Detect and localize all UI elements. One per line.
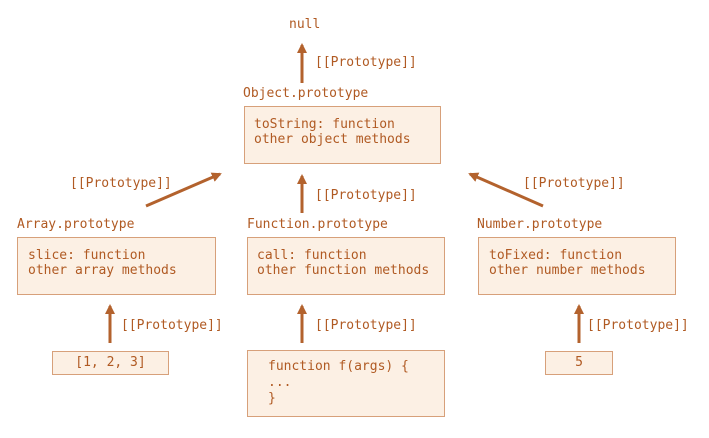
- prototype-label-function-object: [[Prototype]]: [315, 188, 417, 203]
- function-prototype-line-1: call: function: [257, 248, 367, 263]
- array-prototype-line-2: other array methods: [28, 263, 177, 278]
- object-prototype-line-1: toString: function: [254, 117, 395, 132]
- arrow-array-to-object: [145, 172, 222, 208]
- number-prototype-title: Number.prototype: [477, 217, 603, 232]
- array-prototype-box: slice: function other array methods: [17, 237, 216, 295]
- prototype-label-object-null: [[Prototype]]: [315, 55, 417, 70]
- prototype-label-array-instance: [[Prototype]]: [121, 318, 223, 333]
- array-prototype-line-1: slice: function: [28, 248, 146, 263]
- function-prototype-box: call: function other function methods: [247, 237, 445, 295]
- function-instance-line-2: ...: [268, 375, 292, 390]
- object-prototype-line-2: other object methods: [254, 132, 411, 147]
- prototype-label-array-object: [[Prototype]]: [70, 176, 172, 191]
- null-label: null: [289, 17, 321, 32]
- array-instance-value: [1, 2, 3]: [75, 355, 146, 370]
- function-prototype-line-2: other function methods: [257, 263, 430, 278]
- prototype-label-number-object: [[Prototype]]: [523, 176, 625, 191]
- array-prototype-title: Array.prototype: [17, 217, 135, 232]
- number-prototype-box: toFixed: function other number methods: [478, 237, 676, 295]
- number-instance-box: 5: [545, 351, 613, 375]
- function-prototype-title: Function.prototype: [247, 217, 388, 232]
- function-instance-line-1: function f(args) {: [268, 359, 409, 374]
- number-prototype-line-2: other number methods: [489, 263, 646, 278]
- object-prototype-title: Object.prototype: [243, 86, 369, 101]
- object-prototype-box: toString: function other object methods: [244, 106, 441, 164]
- prototype-label-function-instance: [[Prototype]]: [315, 318, 417, 333]
- function-instance-line-3: }: [268, 391, 276, 406]
- arrow-number-to-object: [468, 172, 544, 208]
- array-instance-box: [1, 2, 3]: [52, 351, 169, 375]
- number-prototype-line-1: toFixed: function: [489, 248, 623, 263]
- function-instance-box: function f(args) { ... }: [247, 350, 445, 417]
- number-instance-value: 5: [575, 355, 583, 370]
- prototype-label-number-instance: [[Prototype]]: [587, 318, 689, 333]
